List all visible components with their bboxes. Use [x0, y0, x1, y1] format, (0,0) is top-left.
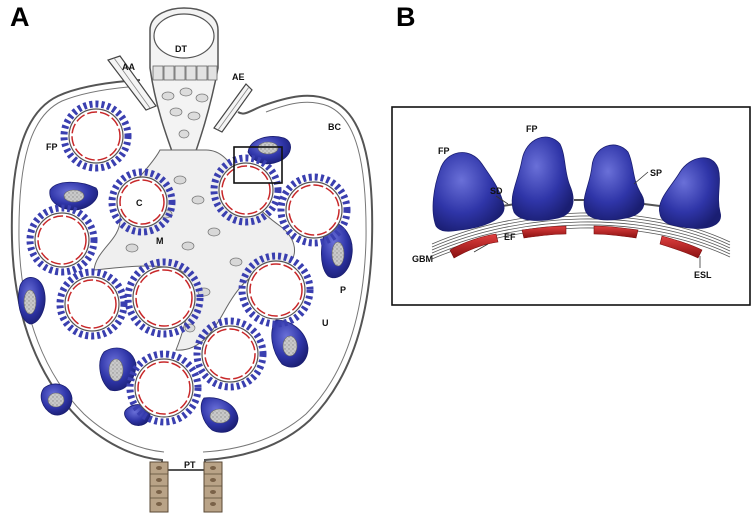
panel-a: A	[10, 2, 374, 513]
label-dt: DT	[175, 44, 187, 54]
panel-b-letter: B	[396, 2, 416, 32]
foot-process-1	[432, 152, 505, 232]
label-pt: PT	[184, 460, 196, 470]
label-gbm: GBM	[412, 254, 433, 264]
fenestra-4	[659, 235, 703, 259]
foot-process-4	[658, 157, 721, 229]
capillary-3	[210, 154, 282, 226]
label-fp-left: FP	[438, 146, 450, 156]
mesangial-cells	[125, 175, 243, 333]
afferent-arteriole	[107, 55, 157, 111]
label-ae: AE	[232, 72, 245, 82]
label-sp: SP	[650, 168, 662, 178]
label-p: P	[340, 285, 346, 295]
capillary-4	[277, 173, 351, 247]
panel-a-letter: A	[10, 2, 30, 32]
efferent-arteriole	[213, 83, 253, 133]
fenestra-2	[521, 225, 567, 239]
capillary-10	[126, 350, 202, 426]
label-fp: FP	[46, 142, 58, 152]
inset-box	[233, 146, 283, 184]
capillary-2	[108, 168, 176, 236]
bowman-capsule-inner	[18, 85, 367, 453]
foot-process-2	[511, 136, 574, 221]
label-m: M	[156, 236, 164, 246]
label-ef: EF	[504, 232, 516, 242]
capillary-9	[193, 317, 267, 391]
fenestra-3	[593, 225, 639, 239]
leader-lines	[473, 171, 701, 268]
label-bc: BC	[328, 122, 341, 132]
label-u: U	[322, 318, 329, 328]
capillary-loops	[26, 100, 351, 426]
label-esl: ESL	[694, 270, 712, 280]
capillary-5	[26, 204, 98, 276]
label-c: C	[136, 198, 143, 208]
foot-processes	[432, 136, 721, 232]
label-aa: AA	[122, 62, 135, 72]
capillary-7	[124, 258, 204, 338]
proximal-tubule	[149, 461, 223, 513]
podocyte-nuclei	[23, 141, 345, 424]
distal-tubule	[149, 7, 219, 169]
label-fp-top: FP	[526, 124, 538, 134]
label-sd: SD	[490, 186, 503, 196]
fenestra-1	[449, 233, 499, 259]
capillary-6	[56, 268, 128, 340]
capillary-1	[60, 100, 132, 172]
panel-b: B	[391, 2, 751, 306]
foot-process-3	[583, 144, 645, 221]
endothelial-fenestrae	[449, 225, 703, 259]
capillary-8	[238, 252, 314, 328]
